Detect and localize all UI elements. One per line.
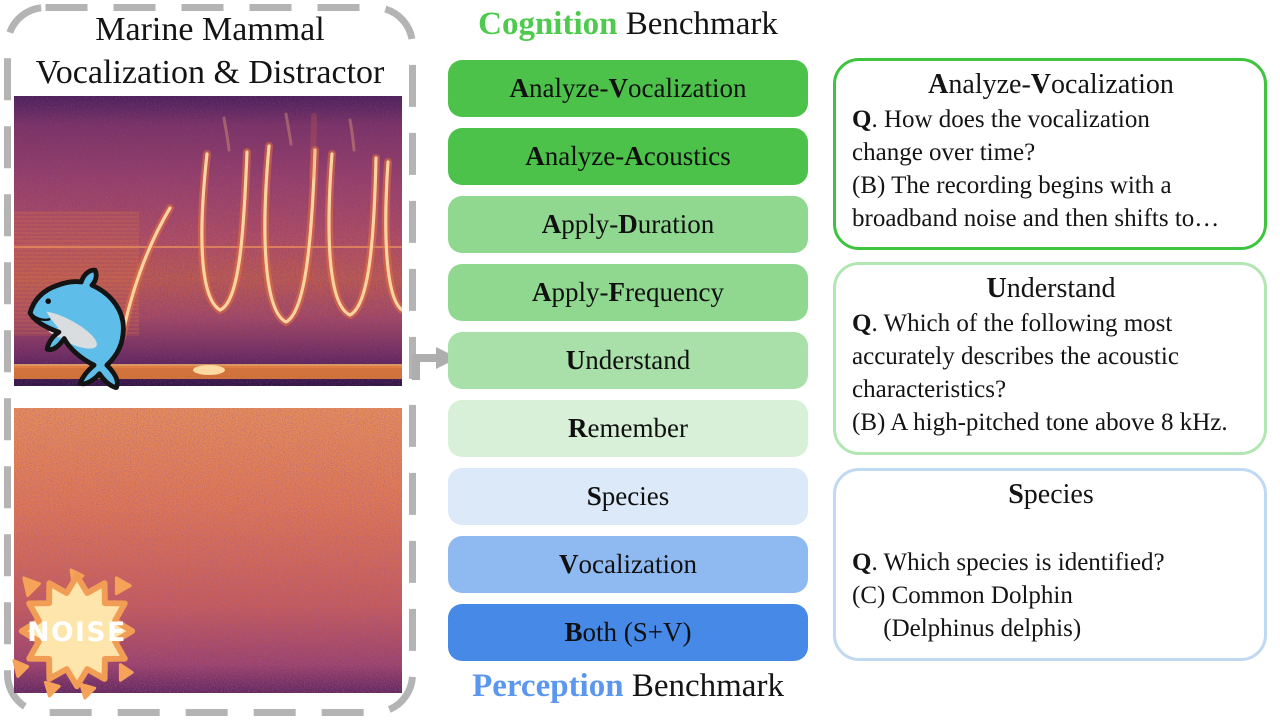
task-pill-label: Analyze-Vocalization <box>509 73 747 103</box>
task-pill-label: Understand <box>565 345 691 375</box>
perception-word: Perception <box>472 668 624 704</box>
task-pill-label: Remember <box>568 413 688 443</box>
elbow-arrow-icon <box>412 347 458 380</box>
task-pill-understand: Understand <box>448 332 808 389</box>
task-pill-analyze-vocalization: Analyze-Vocalization <box>448 60 808 117</box>
task-pill-analyze-acoustics: Analyze-Acoustics <box>448 128 808 185</box>
qa-box-title: Understand <box>986 273 1116 304</box>
cognition-benchmark-word: Benchmark <box>617 6 778 42</box>
perception-benchmark-header: Perception Benchmark <box>440 668 816 705</box>
noise-badge-label: NOISE <box>27 617 127 648</box>
task-pill-label: Analyze-Acoustics <box>525 141 731 171</box>
task-pill-label: Both (S+V) <box>564 617 692 647</box>
qa-box-analyze-vocalization: Analyze-Vocalization Q. How does the voc… <box>833 58 1267 250</box>
task-pill-apply-frequency: Apply-Frequency <box>448 264 808 321</box>
qa-box-species: Species Q. Which species is identified?(… <box>833 468 1267 661</box>
starburst-shape <box>18 572 136 690</box>
task-pill-label: Species <box>586 481 670 511</box>
task-pill-label: Vocalization <box>559 549 697 579</box>
left-panel-title: Marine Mammal Vocalization & Distractor <box>4 8 416 94</box>
cognition-benchmark-header: Cognition Benchmark <box>440 6 816 43</box>
qa-box-title: Species <box>1008 479 1094 510</box>
cognition-word: Cognition <box>478 6 618 42</box>
task-pill-apply-duration: Apply-Duration <box>448 196 808 253</box>
qa-box-understand: Understand Q. Which of the following mos… <box>833 262 1267 455</box>
noise-burst-icon: NOISE <box>12 568 136 700</box>
task-pill-species: Species <box>448 468 808 525</box>
qa-box-title: Analyze-Vocalization <box>928 69 1174 100</box>
dolphin-icon <box>16 266 138 394</box>
panel-title-line1: Marine Mammal <box>95 11 325 48</box>
qa-box-body: Q. Which species is identified?(C) Commo… <box>852 549 1165 642</box>
task-pill-label: Apply-Duration <box>541 209 715 239</box>
task-pill-vocalization: Vocalization <box>448 536 808 593</box>
panel-title-line2: Vocalization & Distractor <box>35 54 385 92</box>
task-pill-both-sv: Both (S+V) <box>448 604 808 661</box>
perception-benchmark-word: Benchmark <box>623 668 784 704</box>
task-pill-remember: Remember <box>448 400 808 457</box>
task-pill-label: Apply-Frequency <box>532 277 724 307</box>
